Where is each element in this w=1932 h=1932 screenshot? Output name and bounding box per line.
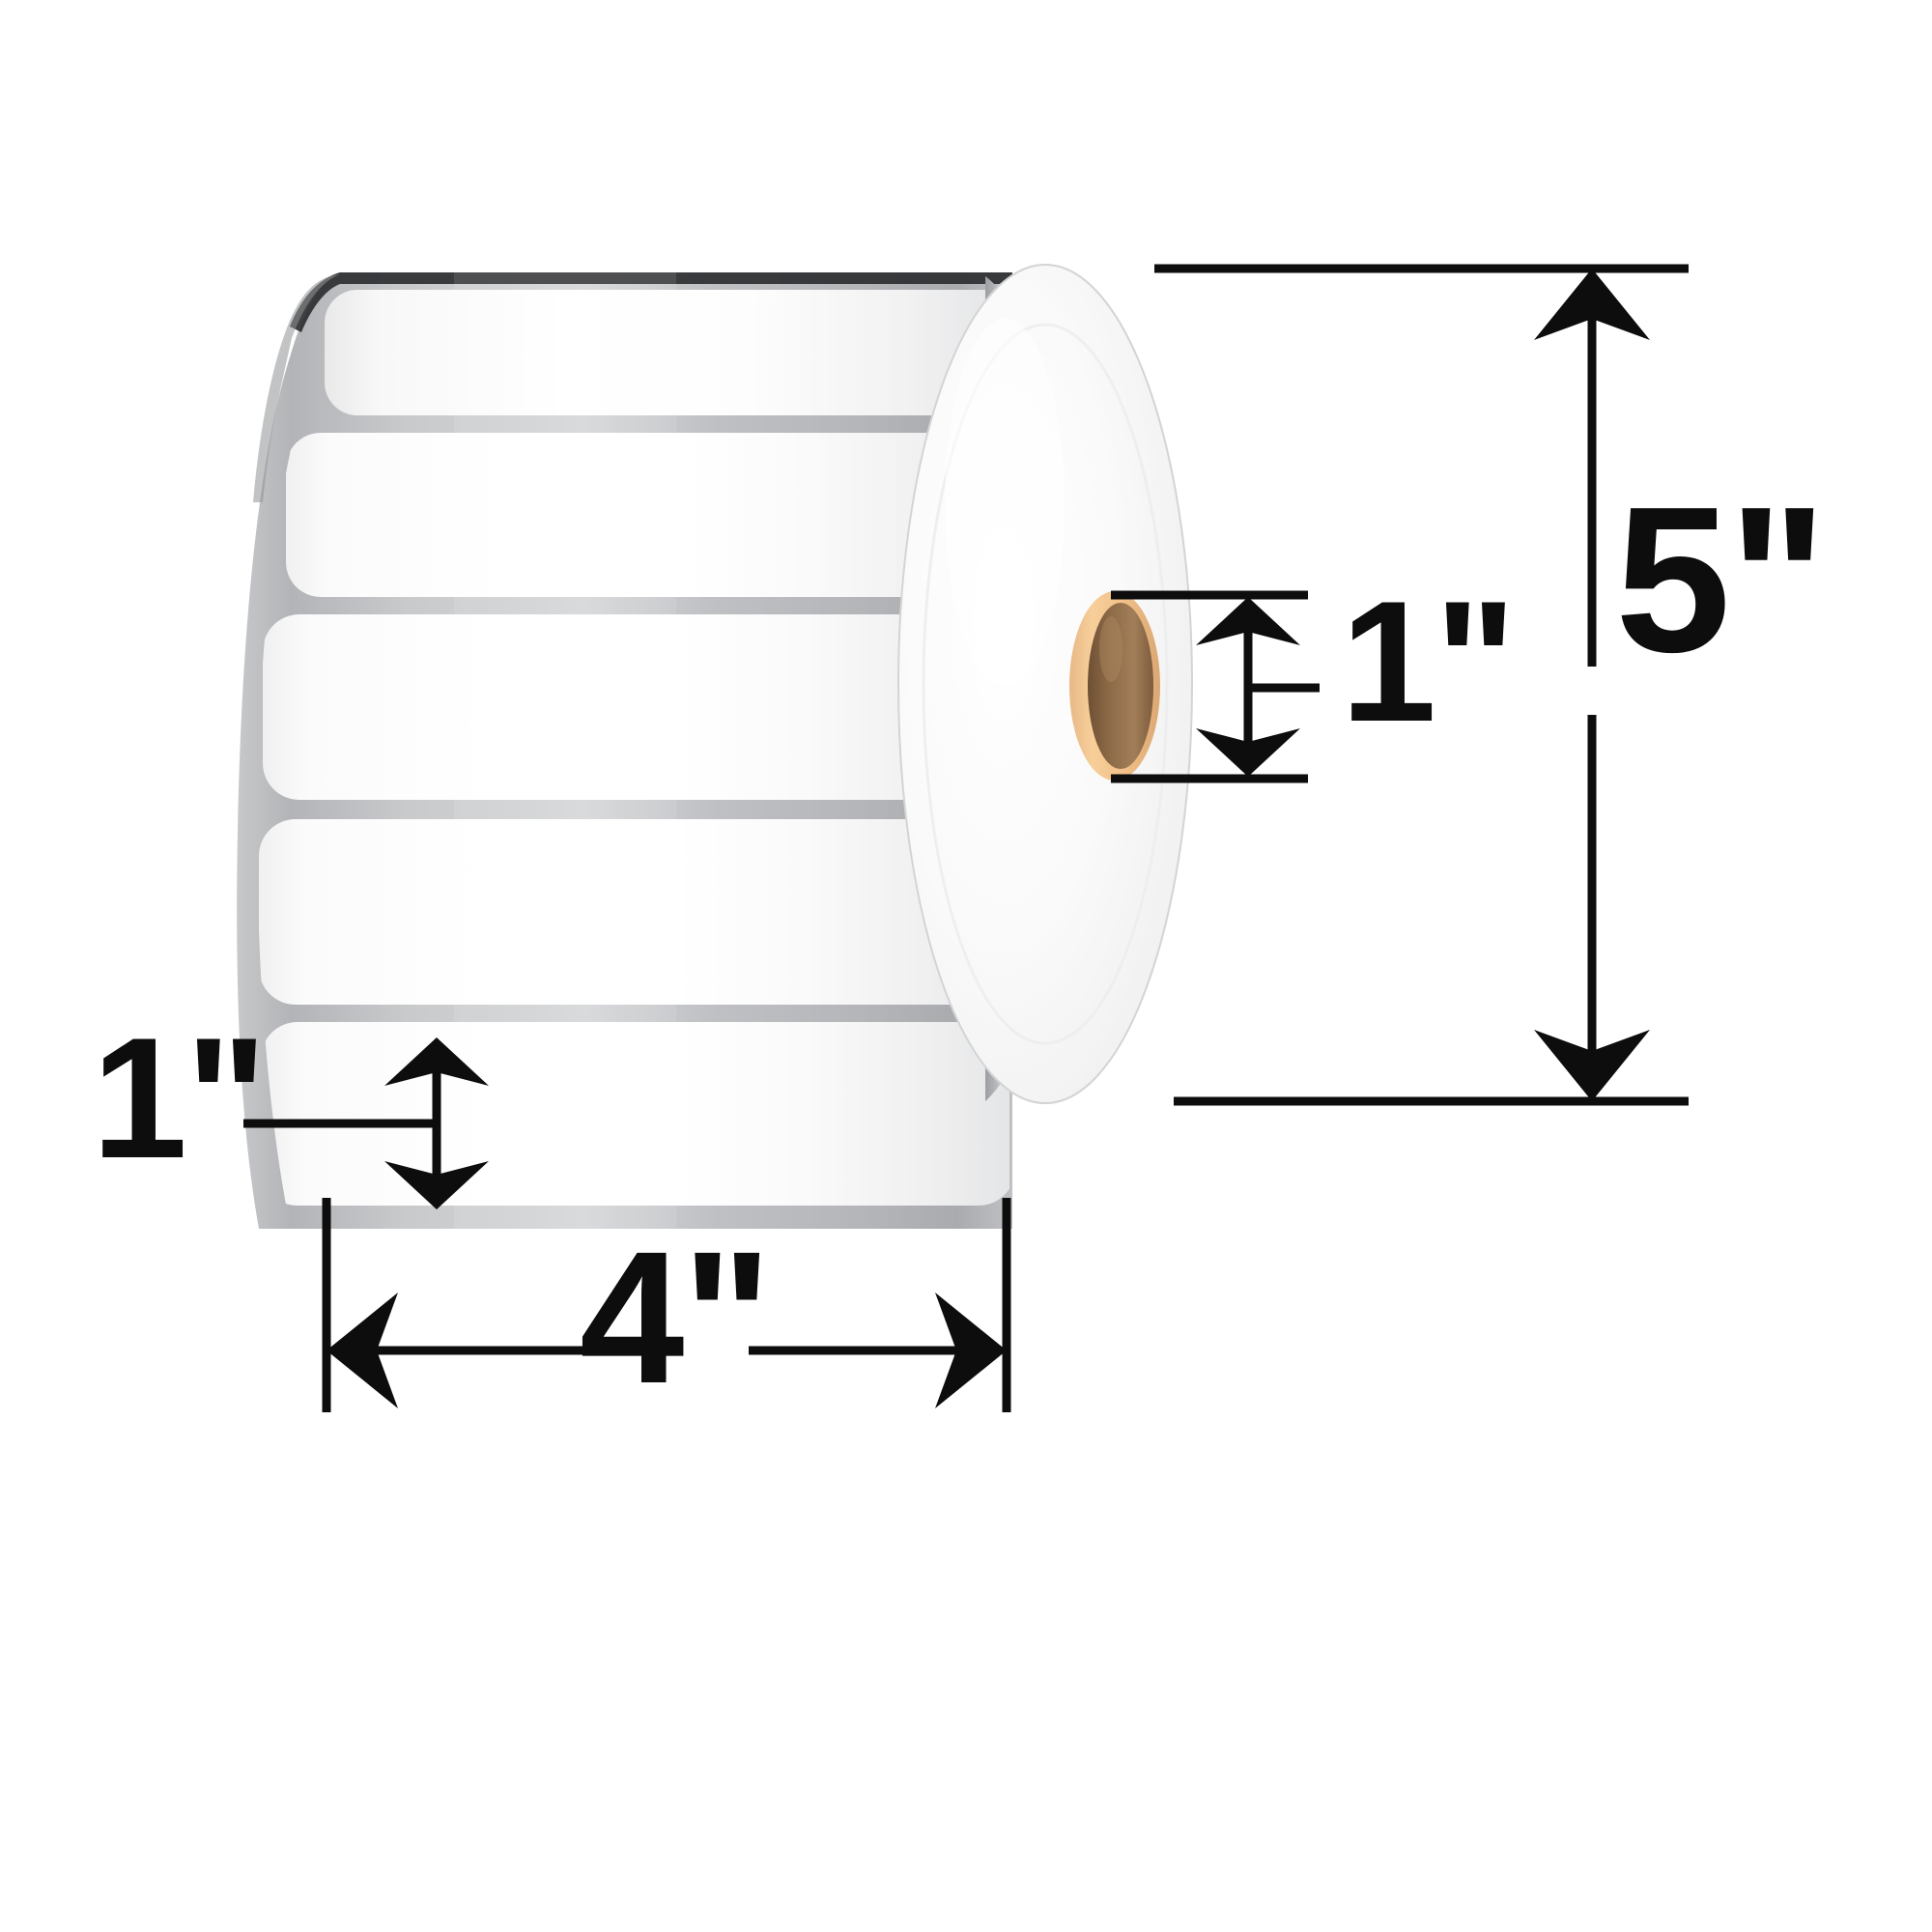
- width-arrowhead-left-icon: [327, 1293, 398, 1408]
- label-width-label: 4": [580, 1212, 772, 1423]
- core-bore-highlight: [1099, 616, 1122, 682]
- dimension-core-diameter: [1111, 590, 1320, 783]
- web-top-edge: [290, 272, 1012, 332]
- height-arrowhead-down-icon: [384, 1161, 489, 1209]
- roll-core: [1069, 591, 1160, 781]
- height-arrowhead-up-icon: [384, 1037, 489, 1086]
- arrowhead-up-icon: [1534, 269, 1650, 340]
- dimension-label-width: [322, 1198, 1011, 1412]
- label-web: [237, 272, 1012, 1229]
- disc-inner-contour: [922, 323, 1169, 1045]
- web-left-shadow: [253, 274, 340, 502]
- dimension-roll-diameter: [1154, 264, 1689, 1106]
- core-diameter-label: 1": [1341, 565, 1517, 757]
- core-arrowhead-up-icon: [1196, 597, 1300, 645]
- label-face: [325, 290, 1009, 415]
- label-face: [259, 819, 1009, 1005]
- label-height-label: 1": [92, 1002, 268, 1194]
- dimension-label-height: [243, 1037, 489, 1209]
- core-arrowhead-down-icon: [1196, 728, 1300, 777]
- web-highlight: [454, 272, 676, 1229]
- width-arrowhead-right-icon: [935, 1293, 1007, 1408]
- disc-glare: [945, 319, 1065, 686]
- arrowhead-down-icon: [1534, 1030, 1650, 1101]
- roll-side-disc: [897, 264, 1193, 1104]
- core-bore: [1088, 603, 1153, 769]
- label-face: [263, 614, 1009, 800]
- label-face: [286, 433, 1009, 597]
- roll-diameter-label: 5": [1615, 463, 1827, 696]
